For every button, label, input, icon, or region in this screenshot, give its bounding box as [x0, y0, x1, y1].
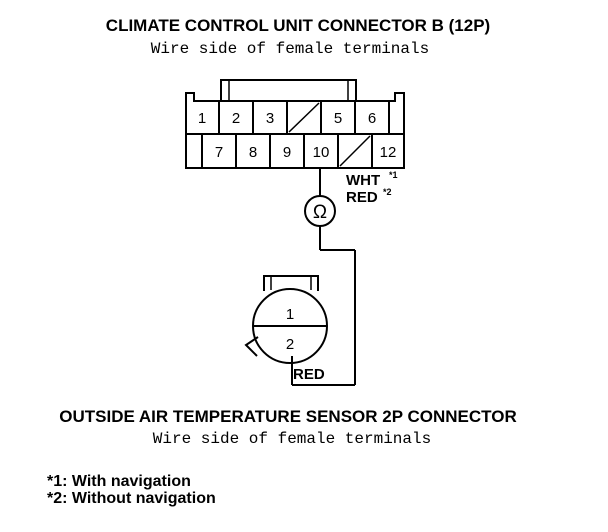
- sensor-pin-1: 1: [286, 306, 294, 323]
- pin-9: 9: [283, 144, 291, 161]
- pin-1: 1: [198, 110, 206, 127]
- sensor-2p-connector: 1 2: [244, 275, 328, 364]
- pin-12: 12: [380, 144, 397, 161]
- ohm-icon: Ω: [313, 202, 327, 223]
- connector-b-12p: 1 2 3 5 6 7 8 9 10 12: [185, 79, 405, 169]
- blank-cavity-4: [288, 102, 320, 133]
- wire-note-1: *1: [389, 170, 398, 180]
- connector-b-subtitle: Wire side of female terminals: [151, 40, 429, 58]
- ohmmeter-circle: [304, 195, 336, 227]
- pin-5: 5: [334, 110, 342, 127]
- pin-2: 2: [232, 110, 240, 127]
- connector-b-latch: [220, 79, 357, 102]
- blank-cavity-11: [339, 135, 371, 167]
- sensor-title: OUTSIDE AIR TEMPERATURE SENSOR 2P CONNEC…: [59, 407, 516, 426]
- pin-3: 3: [266, 110, 274, 127]
- footnote-2: *2: Without navigation: [47, 490, 216, 507]
- wire-label-red: RED: [346, 189, 378, 206]
- sensor-pin-2: 2: [286, 336, 294, 353]
- wire-label-wht: WHT: [346, 172, 380, 189]
- pin-8: 8: [249, 144, 257, 161]
- connector-b-housing: [185, 92, 405, 169]
- wire-label-bottom-red: RED: [293, 366, 325, 383]
- sensor-key: [244, 336, 259, 357]
- sensor-latch: [263, 275, 319, 291]
- pin-10: 10: [313, 144, 330, 161]
- connector-b-title: CLIMATE CONTROL UNIT CONNECTOR B (12P): [106, 16, 490, 35]
- footnote-1: *1: With navigation: [47, 473, 191, 490]
- pin-7: 7: [215, 144, 223, 161]
- pin-6: 6: [368, 110, 376, 127]
- wire-note-2: *2: [383, 187, 392, 197]
- ohmmeter: Ω: [304, 195, 336, 227]
- sensor-subtitle: Wire side of female terminals: [153, 430, 431, 448]
